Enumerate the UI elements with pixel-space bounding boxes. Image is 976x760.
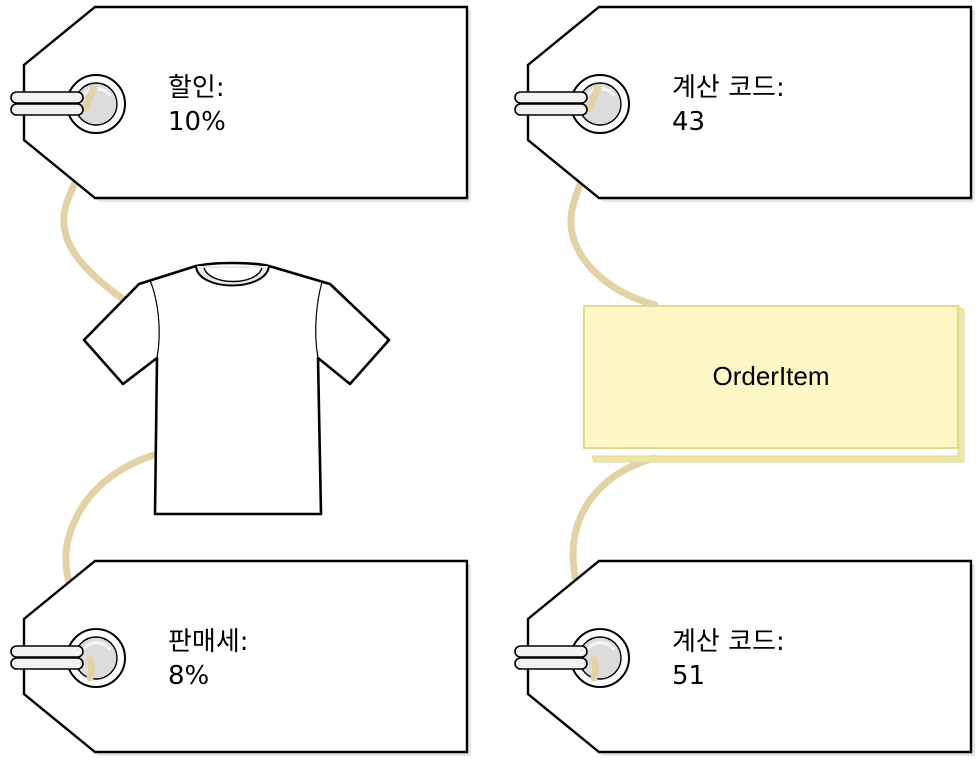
calc-code-top-value: 43 xyxy=(672,107,705,137)
tag-loop-icon xyxy=(514,91,588,116)
calc-code-tag-top: 계산 코드: 43 xyxy=(514,5,976,204)
order-item-label: OrderItem xyxy=(712,361,829,391)
calc-code-tag-bottom: 계산 코드: 51 xyxy=(514,559,976,758)
sales-tax-label: 판매세: xyxy=(168,627,249,657)
tag-loop-icon xyxy=(10,91,84,116)
calc-code-bottom-value: 51 xyxy=(672,661,705,691)
calc-code-bottom-label: 계산 코드: xyxy=(672,627,785,657)
sales-tax-tag: 판매세: 8% xyxy=(10,559,473,758)
sales-tax-value: 8% xyxy=(168,661,209,691)
discount-tag: 할인: 10% xyxy=(10,5,473,204)
calc-code-top-label: 계산 코드: xyxy=(672,73,785,103)
discount-label: 할인: xyxy=(168,73,225,103)
order-item-box: OrderItem xyxy=(583,305,965,463)
discount-value: 10% xyxy=(168,107,226,137)
tag-loop-icon xyxy=(514,645,588,670)
tag-loop-icon xyxy=(10,645,84,670)
tshirt-icon xyxy=(82,261,391,516)
